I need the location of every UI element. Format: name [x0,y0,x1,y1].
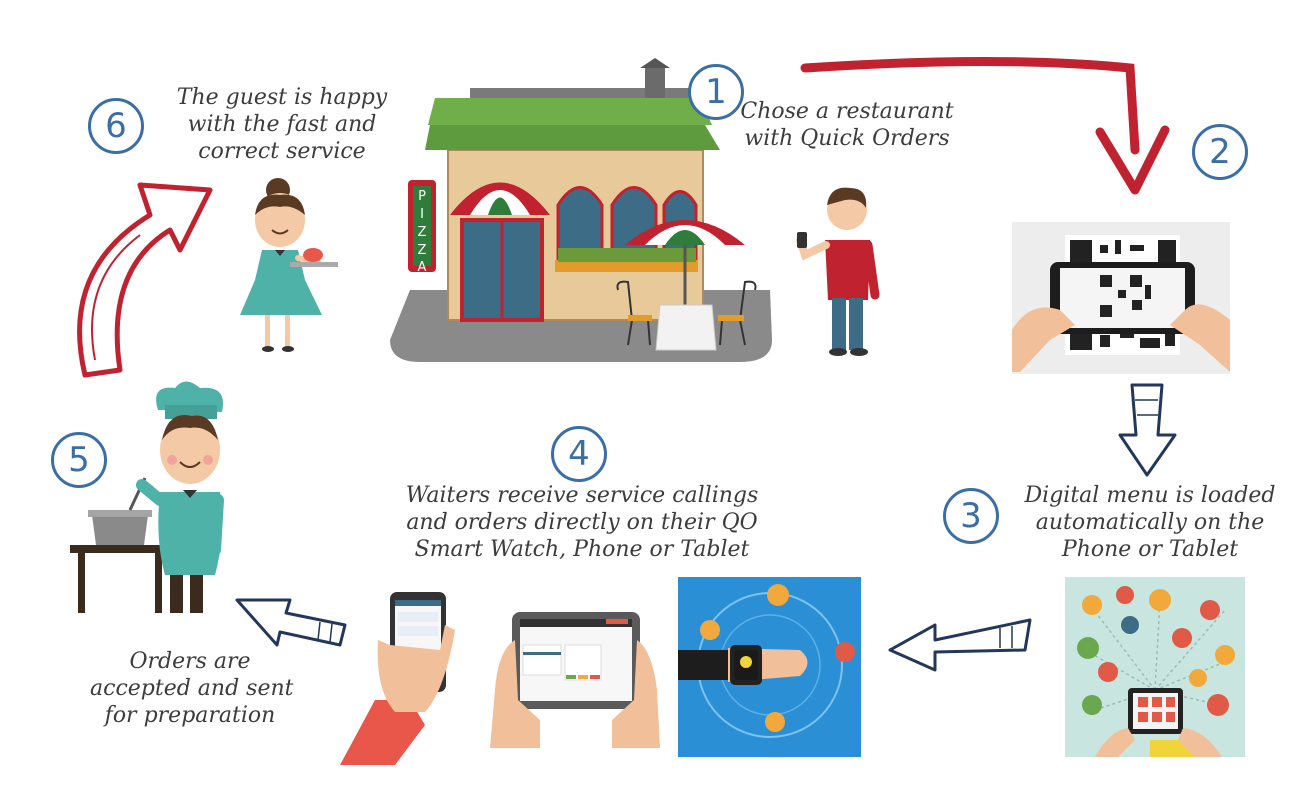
step-3-caption: Digital menu is loaded automatically on … [1015,482,1285,563]
step-6-number: 6 [88,98,144,154]
caption-line: for preparation [104,703,276,728]
caption-line: correct service [198,139,366,164]
caption-line: Chose a restaurant [740,99,954,124]
step-4-number: 4 [551,426,607,482]
caption-line: accepted and sent [90,676,294,701]
step-6-caption: The guest is happy with the fast and cor… [166,84,398,165]
step-4-caption: Waiters receive service callings and ord… [386,482,778,563]
restaurant-illustration: P I Z Z A [390,58,772,362]
caption-line: and orders directly on their QO [406,510,758,535]
caption-line: Waiters receive service callings [405,483,759,508]
navy-arrow-left-middle [235,598,347,647]
step-2-number: 2 [1192,124,1248,180]
step-1-number: 1 [688,64,744,120]
caption-line: Orders are [129,649,251,674]
smartwatch-image [678,577,861,757]
caption-line: with Quick Orders [744,126,950,151]
phone-image [340,592,455,765]
guest-with-phone [796,187,880,356]
pizza-sign-letter: I [420,207,424,222]
chef-illustration [70,381,224,613]
pizza-sign-letter: Z [418,243,427,258]
pizza-sign-letter: A [418,260,427,275]
navy-arrow-down [1118,383,1177,477]
step-5-caption: Orders are accepted and sent for prepara… [90,648,294,729]
tablet-image [490,612,660,748]
step-3-number: 3 [943,488,999,544]
step-5-number: 5 [51,432,107,488]
qr-scan-image [1012,222,1230,374]
caption-line: with the fast and [187,112,377,137]
caption-line: The guest is happy [176,85,388,110]
waitress-illustration [240,178,338,352]
red-curved-arrow-left [77,182,213,378]
step-1-caption: Chose a restaurant with Quick Orders [736,98,958,152]
red-arrow-top [800,57,1170,195]
digital-menu-image [1065,577,1245,757]
caption-line: Smart Watch, Phone or Tablet [414,537,750,562]
caption-line: Digital menu is loaded [1024,483,1276,508]
caption-line: Phone or Tablet [1061,537,1239,562]
navy-arrow-left-right-side [888,618,1032,672]
caption-line: automatically on the [1035,510,1265,535]
pizza-sign-letter: P [418,189,426,204]
pizza-sign-letter: Z [418,225,427,240]
